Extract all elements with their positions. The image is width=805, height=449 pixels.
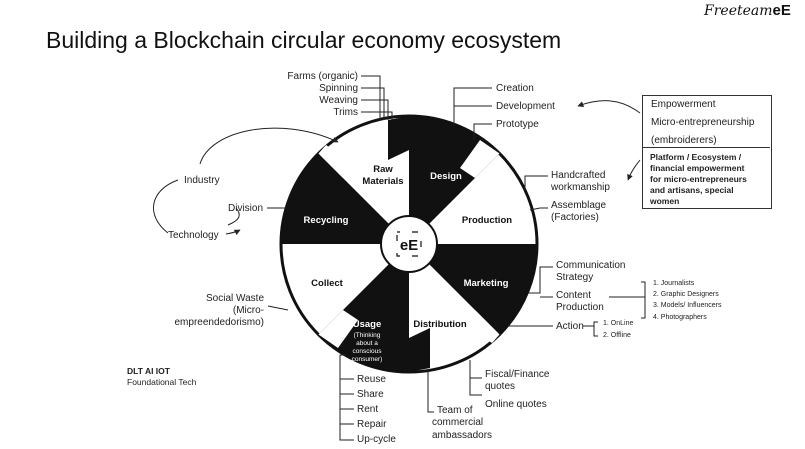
platform-box: Platform / Ecosystem / financial empower…	[642, 147, 770, 208]
segment-usage-sub-3: conscious	[353, 348, 383, 355]
usage-repair: Repair	[357, 419, 387, 430]
distribution-online: Online quotes	[485, 399, 547, 410]
empowerment-box: Empowerment Micro-entrepreneurship (embr…	[642, 95, 772, 209]
segment-design: Design	[430, 171, 462, 182]
usage-share: Share	[357, 389, 384, 400]
platform-text: Platform / Ecosystem / financial empower…	[650, 152, 747, 207]
platform-line-2: financial empowerment	[650, 163, 745, 173]
segment-usage-sub-2: about a	[356, 340, 378, 347]
segment-collect: Collect	[311, 278, 344, 289]
production-item-assemblage-1: Assemblage	[551, 200, 606, 211]
usage-reuse: Reuse	[357, 374, 386, 385]
segment-usage-sub-4: consumer)	[352, 356, 383, 363]
segment-raw-materials-1: Raw	[373, 164, 393, 175]
segment-usage: Usage	[353, 319, 382, 330]
design-item-creation: Creation	[496, 83, 534, 94]
production-item-handcrafted-1: Handcrafted	[551, 170, 605, 181]
raw-input-trims: Trims	[333, 107, 358, 118]
segment-usage-sub-1: (Thinking	[354, 332, 381, 339]
platform-line-4: and artisans, special	[650, 185, 734, 195]
logo-script: Freeteam	[704, 3, 773, 19]
marketing-content-1: Content	[556, 290, 591, 301]
platform-line-1: Platform / Ecosystem /	[650, 152, 742, 162]
raw-input-weaving: Weaving	[319, 95, 358, 106]
platform-line-5: women	[650, 196, 680, 206]
segment-marketing: Marketing	[464, 278, 509, 289]
distribution-team-1: Team of	[437, 405, 473, 416]
content-list-2: 2. Graphic Designers	[653, 291, 719, 298]
recycling-industry: Industry	[184, 175, 220, 186]
page-title: Building a Blockchain circular economy e…	[46, 27, 562, 53]
center-logo: eE	[400, 237, 418, 254]
freeteam-logo: FreeteameE	[704, 2, 791, 19]
action-list-2: 2. Offline	[603, 332, 631, 339]
sector-recycling	[281, 153, 409, 244]
action-list-1: 1. OnLine	[603, 320, 633, 327]
connector-lines	[267, 75, 646, 441]
distribution-fiscal-2: quotes	[485, 381, 515, 392]
empowerment-row-1: Empowerment	[651, 99, 716, 110]
tech-title: DLT AI IOT	[127, 366, 170, 376]
empowerment-row-3: (embroiderers)	[651, 135, 717, 146]
distribution-team-3: ambassadors	[432, 430, 492, 441]
segment-production: Production	[462, 215, 512, 226]
recycling-division: Division	[228, 203, 263, 214]
raw-input-farms: Farms (organic)	[287, 71, 358, 82]
distribution-team-2: commercial	[432, 417, 483, 428]
collect-social-waste-1: Social Waste	[206, 293, 264, 304]
recycling-technology: Technology	[168, 230, 219, 241]
foundational-tech-note: DLT AI IOT Foundational Tech	[127, 366, 196, 388]
content-list-1: 1. Journalists	[653, 280, 695, 287]
collect-social-waste-2: (Micro-	[233, 305, 264, 316]
usage-upcycle: Up-cycle	[357, 434, 396, 445]
raw-input-spinning: Spinning	[319, 83, 358, 94]
design-item-development: Development	[496, 101, 555, 112]
production-item-assemblage-2: (Factories)	[551, 212, 599, 223]
platform-line-3: for micro-entrepreneurs	[650, 174, 747, 184]
production-item-handcrafted-2: workmanship	[550, 182, 610, 193]
design-item-prototype: Prototype	[496, 119, 539, 130]
logo-mark: eE	[772, 2, 791, 19]
distribution-fiscal-1: Fiscal/Finance	[485, 369, 550, 380]
content-list-3: 3. Models/ Influencers	[653, 302, 722, 309]
usage-rent: Rent	[357, 404, 378, 415]
tech-subtitle: Foundational Tech	[127, 377, 197, 387]
content-list-4: 4. Photographers	[653, 314, 707, 321]
cycle-arrows	[153, 100, 641, 236]
marketing-communication-1: Communication	[556, 260, 625, 271]
segment-recycling: Recycling	[304, 215, 349, 226]
ecosystem-wheel: eE	[279, 114, 539, 374]
sector-marketing	[409, 244, 537, 335]
collect-social-waste-3: empreendedorismo)	[175, 317, 265, 328]
segment-distribution: Distribution	[413, 319, 466, 330]
empowerment-row-2: Micro-entrepreneurship	[651, 117, 755, 128]
marketing-communication-2: Strategy	[556, 272, 593, 283]
marketing-content-2: Production	[556, 302, 604, 313]
marketing-action: Action	[556, 321, 584, 332]
segment-raw-materials-2: Materials	[362, 176, 403, 187]
